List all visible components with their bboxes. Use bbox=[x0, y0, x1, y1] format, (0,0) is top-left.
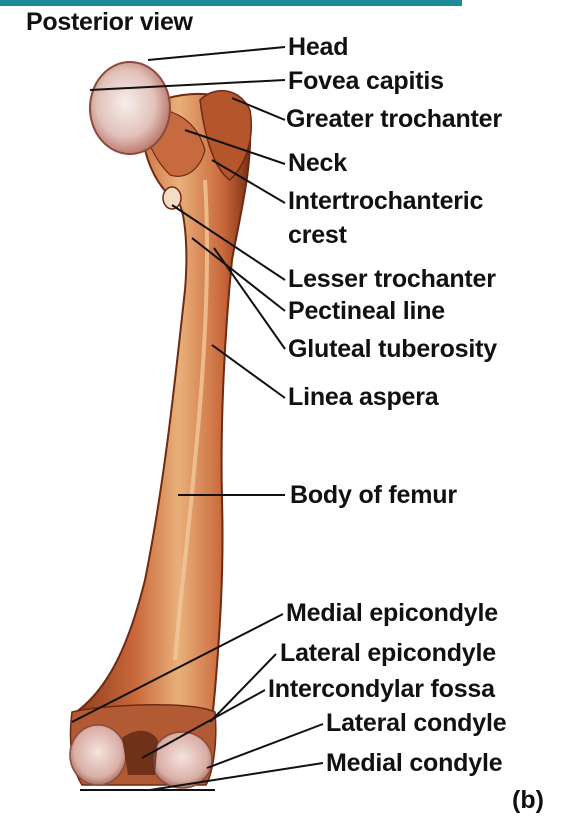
medial-condyle-shape bbox=[152, 732, 212, 788]
label-head: Head bbox=[288, 32, 348, 62]
femoral-head bbox=[90, 62, 170, 154]
leader-lateral-condyle bbox=[207, 724, 323, 768]
label-medial-epicondyle: Medial epicondyle bbox=[286, 598, 498, 628]
label-lateral-condyle: Lateral condyle bbox=[326, 708, 506, 738]
label-gluteal-tuberosity: Gluteal tuberosity bbox=[288, 334, 497, 364]
label-intercondylar-fossa: Intercondylar fossa bbox=[268, 674, 495, 704]
panel-letter: (b) bbox=[512, 786, 544, 815]
label-neck: Neck bbox=[288, 148, 347, 178]
femur-body bbox=[72, 94, 251, 782]
label-lateral-epicondyle: Lateral epicondyle bbox=[280, 638, 496, 668]
label-greater-trochanter: Greater trochanter bbox=[286, 104, 502, 134]
label-linea-aspera: Linea aspera bbox=[288, 382, 438, 412]
label-body-of-femur: Body of femur bbox=[290, 480, 457, 510]
label-intertrochanteric-crest: crest bbox=[288, 220, 347, 250]
label-fovea-capitis: Fovea capitis bbox=[288, 66, 444, 96]
leader-lateral-epicondyle bbox=[210, 654, 276, 722]
leader-head bbox=[148, 47, 285, 60]
label-intertrochanteric: Intertrochanteric bbox=[288, 186, 483, 216]
label-lesser-trochanter: Lesser trochanter bbox=[288, 264, 496, 294]
label-pectineal-line: Pectineal line bbox=[288, 296, 445, 326]
lateral-condyle-shape bbox=[70, 725, 126, 785]
label-medial-condyle: Medial condyle bbox=[326, 748, 502, 778]
